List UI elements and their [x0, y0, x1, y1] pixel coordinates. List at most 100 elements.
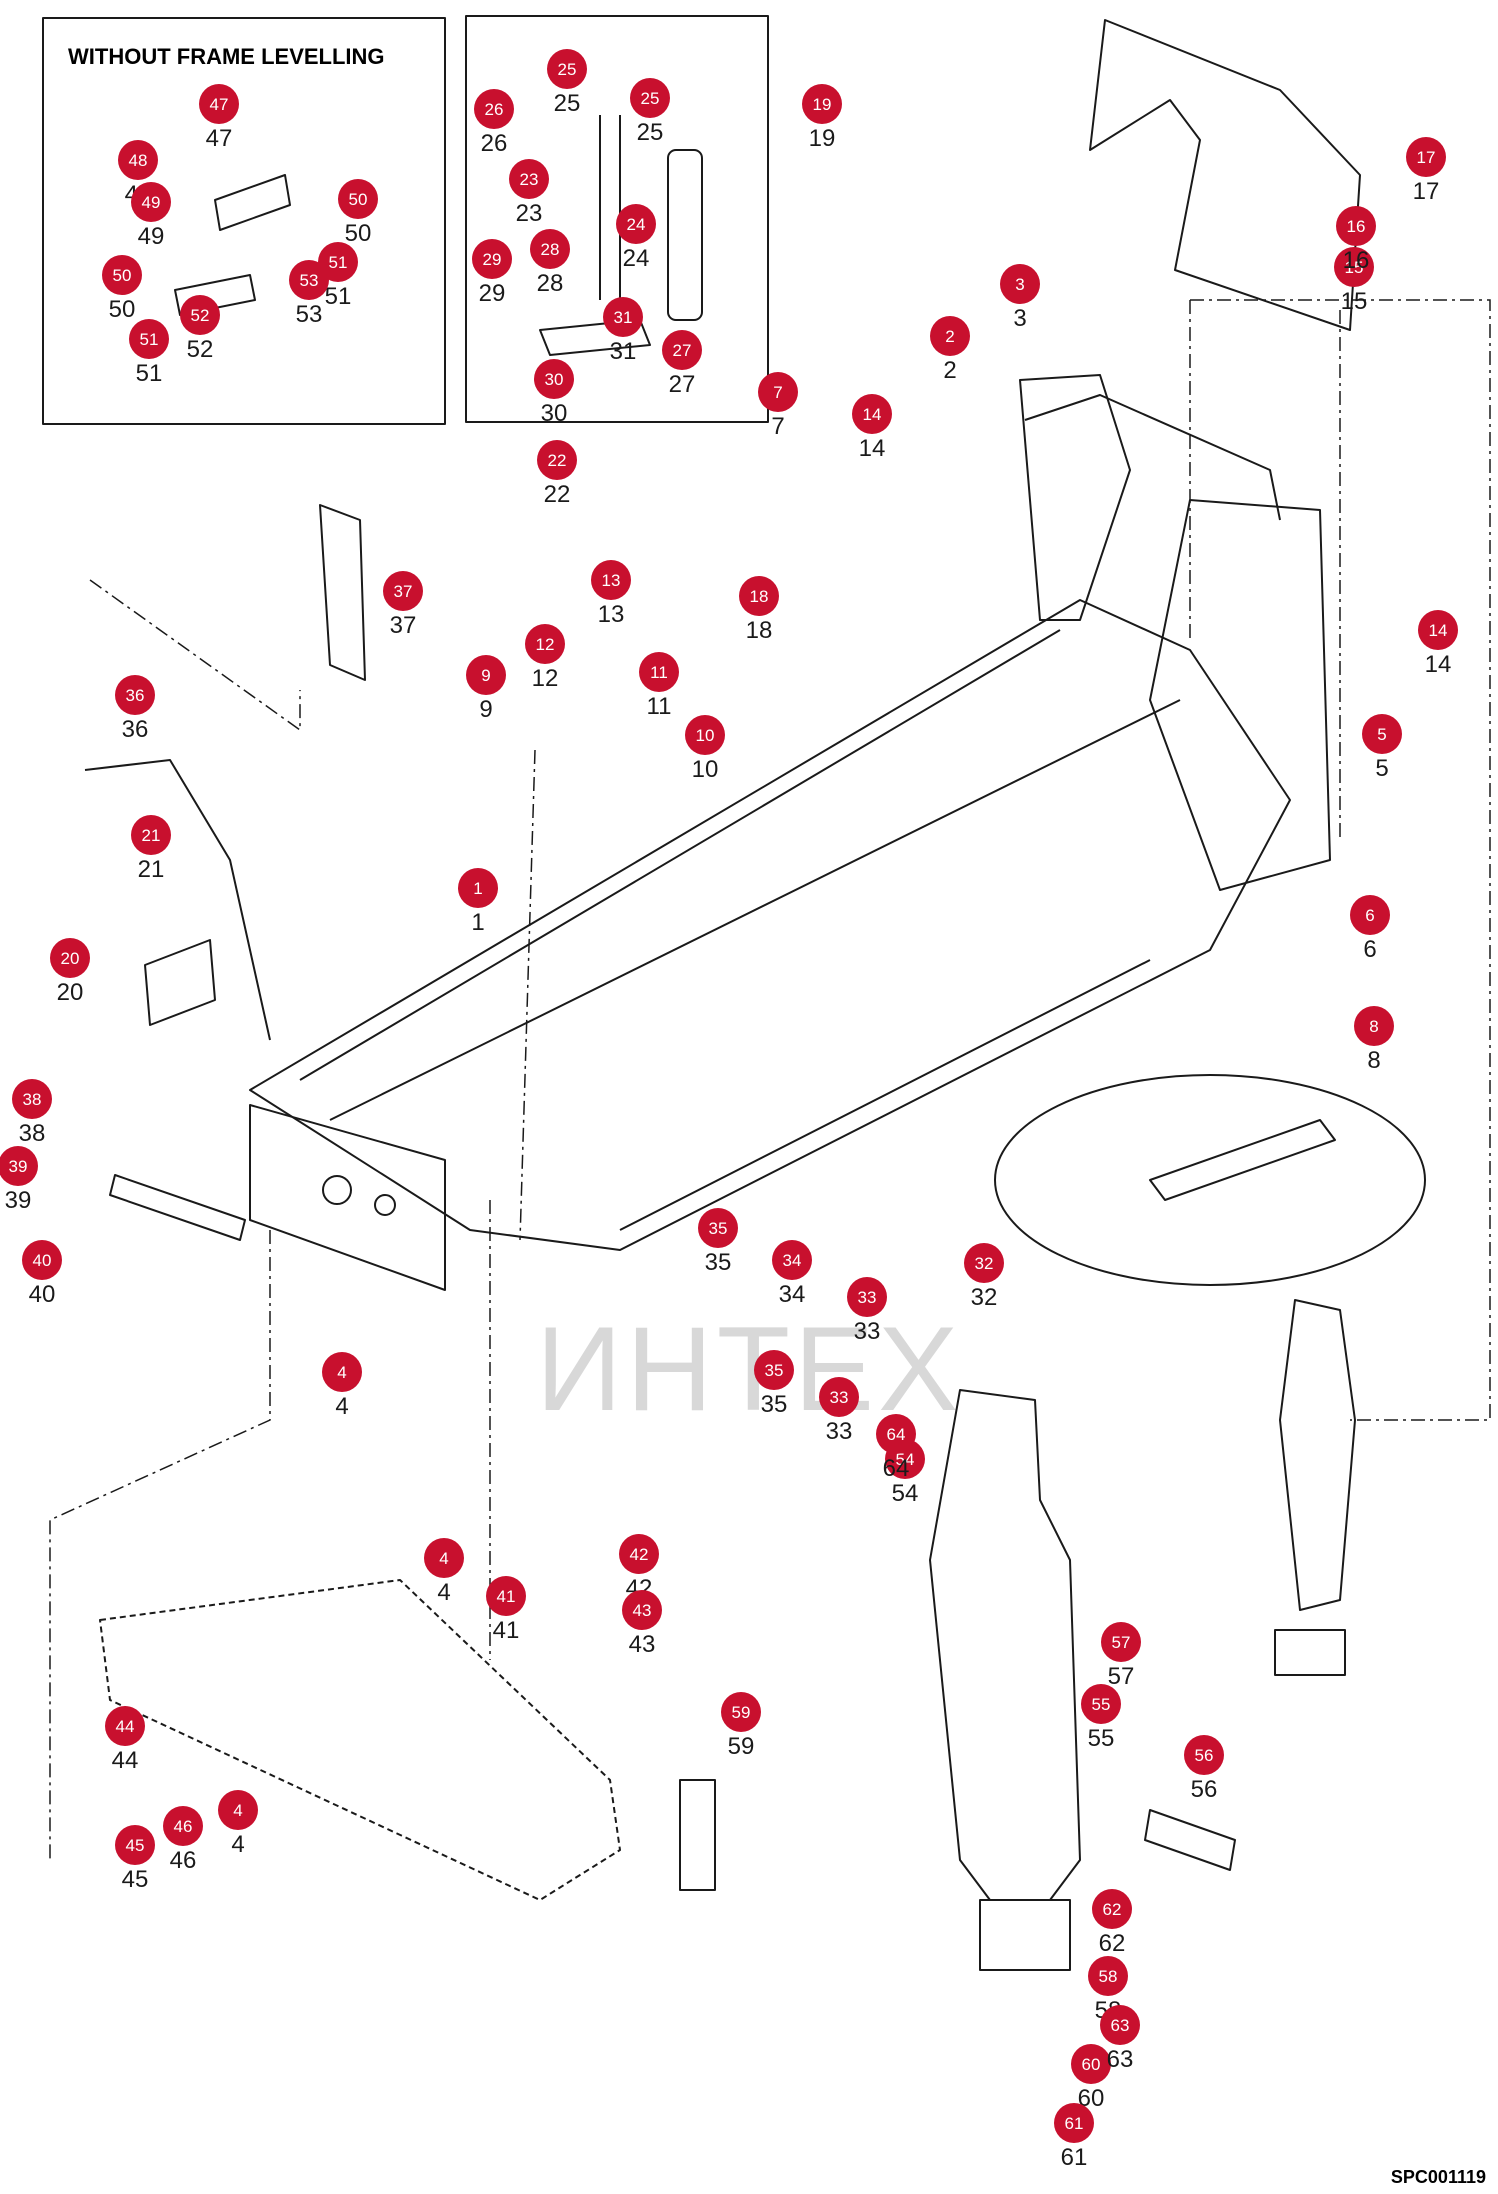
part-number-label: 28 — [537, 270, 564, 297]
callout-marker — [758, 372, 798, 412]
part-number-label: 41 — [493, 1617, 520, 1644]
callout-number: 26 — [485, 100, 504, 119]
callout-6: 66 — [1350, 895, 1390, 963]
callout-marker — [474, 89, 514, 129]
part-number-label: 29 — [479, 280, 506, 307]
callout-number: 44 — [116, 1717, 135, 1736]
part-number-label: 1 — [471, 909, 484, 936]
inset-frame-linkage — [465, 15, 769, 423]
pin-56-shape — [1144, 1809, 1236, 1871]
callout-number: 22 — [548, 451, 567, 470]
part-number-label: 36 — [122, 716, 149, 743]
part-number-label: 10 — [692, 756, 719, 783]
boom-arm-outline — [249, 599, 1291, 1251]
callout-44: 44 44 — [105, 1706, 145, 1774]
callout-52: 52 52 — [180, 295, 220, 363]
callout-number: 24 — [627, 215, 646, 234]
callout-marker — [1071, 2044, 1111, 2084]
part-number-label: 33 — [854, 1318, 881, 1345]
callout-marker — [458, 868, 498, 908]
part-number-label: 35 — [761, 1391, 788, 1418]
callout-marker — [534, 359, 574, 399]
handrail-36 — [84, 759, 271, 1041]
callout-7: 77 — [758, 372, 798, 440]
part-number-label: 63 — [1107, 2046, 1134, 2073]
callout-number: 60 — [1082, 2055, 1101, 2074]
part-number-label: 52 — [187, 336, 214, 363]
callout-marker — [318, 242, 358, 282]
callout-number: 52 — [191, 306, 210, 325]
callout-number: 37 — [394, 582, 413, 601]
callout-marker — [1334, 247, 1374, 287]
callout-number: 19 — [813, 95, 832, 114]
callout-5: 55 — [1362, 714, 1402, 782]
callout-marker — [131, 815, 171, 855]
callout-marker — [118, 140, 158, 180]
callout-marker — [486, 1576, 526, 1616]
callout-marker — [1362, 714, 1402, 754]
callout-number: 3 — [1015, 275, 1024, 294]
callout-marker — [530, 229, 570, 269]
callout-marker — [772, 1240, 812, 1280]
callout-marker — [383, 571, 423, 611]
part-number-label: 23 — [516, 200, 543, 227]
part-number-label: 7 — [771, 413, 784, 440]
tower-top-edge — [1024, 394, 1281, 521]
callout-number: 32 — [975, 1254, 994, 1273]
part-number-label: 54 — [892, 1480, 919, 1507]
callout-marker — [472, 239, 512, 279]
dashdot-line — [519, 749, 536, 1241]
callout-number: 58 — [1099, 1967, 1118, 1986]
part-number-label: 27 — [669, 371, 696, 398]
callout-marker — [847, 1277, 887, 1317]
callout-number: 54 — [896, 1450, 915, 1469]
callout-number: 61 — [1065, 2114, 1084, 2133]
callout-1: 11 — [458, 868, 498, 936]
callout-number: 2 — [945, 327, 954, 346]
callout-number: 21 — [142, 826, 161, 845]
part-number-label: 34 — [779, 1281, 806, 1308]
callout-number: 46 — [174, 1817, 193, 1836]
part-number-label: 21 — [138, 856, 165, 883]
callout-marker — [1101, 1622, 1141, 1662]
callout-number: 25 — [641, 89, 660, 108]
callout-marker — [50, 938, 90, 978]
callout-marker — [1184, 1735, 1224, 1775]
part-number-label: 25 — [554, 90, 581, 117]
callout-marker — [698, 1208, 738, 1248]
callout-number: 11 — [650, 663, 668, 682]
part-number-label: 4 — [437, 1579, 450, 1606]
callout-number: 39 — [9, 1157, 28, 1176]
part-number-label: 44 — [112, 1747, 139, 1774]
tower-front-plate — [1019, 374, 1131, 621]
part-number-label: 55 — [1088, 1725, 1115, 1752]
callout-marker — [802, 84, 842, 124]
callout-21: 21 21 — [131, 815, 171, 883]
callout-number: 4 — [233, 1801, 242, 1820]
callout-marker — [1000, 264, 1040, 304]
callout-number: 1 — [473, 879, 482, 898]
lever-39 — [109, 1174, 246, 1241]
dashdot-line — [1190, 299, 1491, 1421]
callout-number: 41 — [497, 1587, 516, 1606]
